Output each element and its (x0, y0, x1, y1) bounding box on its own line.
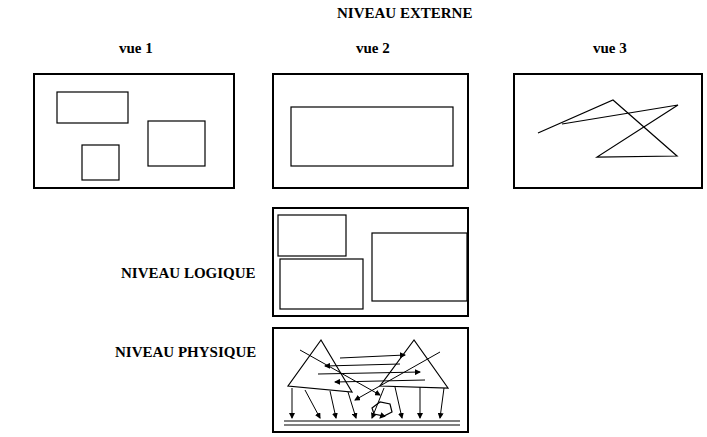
level-label: NIVEAU LOGIQUE (121, 264, 256, 282)
view-label: vue 2 (356, 39, 390, 57)
view-label: vue 1 (119, 39, 153, 57)
level-label: NIVEAU PHYSIQUE (115, 343, 256, 361)
level-box: NIVEAU LOGIQUE (272, 207, 469, 317)
view-box: vue 3 (513, 73, 703, 189)
level-title: NIVEAU EXTERNE (337, 4, 472, 22)
view-box: vue 2 (272, 73, 469, 189)
level-box: NIVEAU PHYSIQUE (272, 327, 469, 433)
view-label: vue 3 (593, 39, 627, 57)
view-box: vue 1 (33, 73, 235, 189)
